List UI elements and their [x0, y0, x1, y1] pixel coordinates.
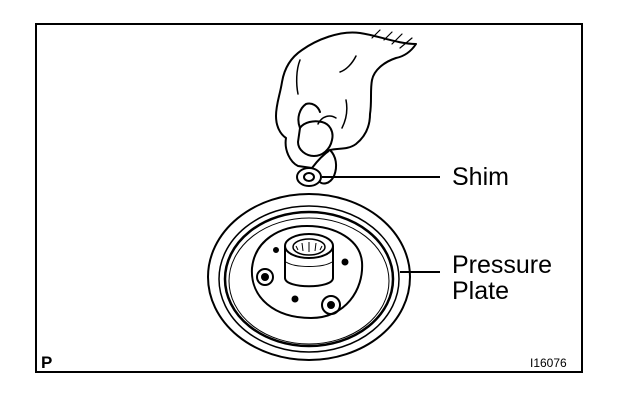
- leader-lines: [322, 176, 440, 273]
- hand: [275, 29, 417, 185]
- shim-label: Shim: [452, 163, 509, 191]
- figure-code: I16076: [530, 356, 567, 370]
- pressure-plate-label-line1: Pressure: [452, 251, 553, 279]
- shim: [296, 167, 322, 187]
- pressure-plate: [207, 193, 411, 361]
- pressure-plate-label-line2: Plate: [452, 277, 509, 306]
- pressure-plate-label: Pressure Plate: [452, 252, 552, 305]
- figure-frame: [35, 23, 583, 373]
- corner-mark: P: [41, 353, 53, 372]
